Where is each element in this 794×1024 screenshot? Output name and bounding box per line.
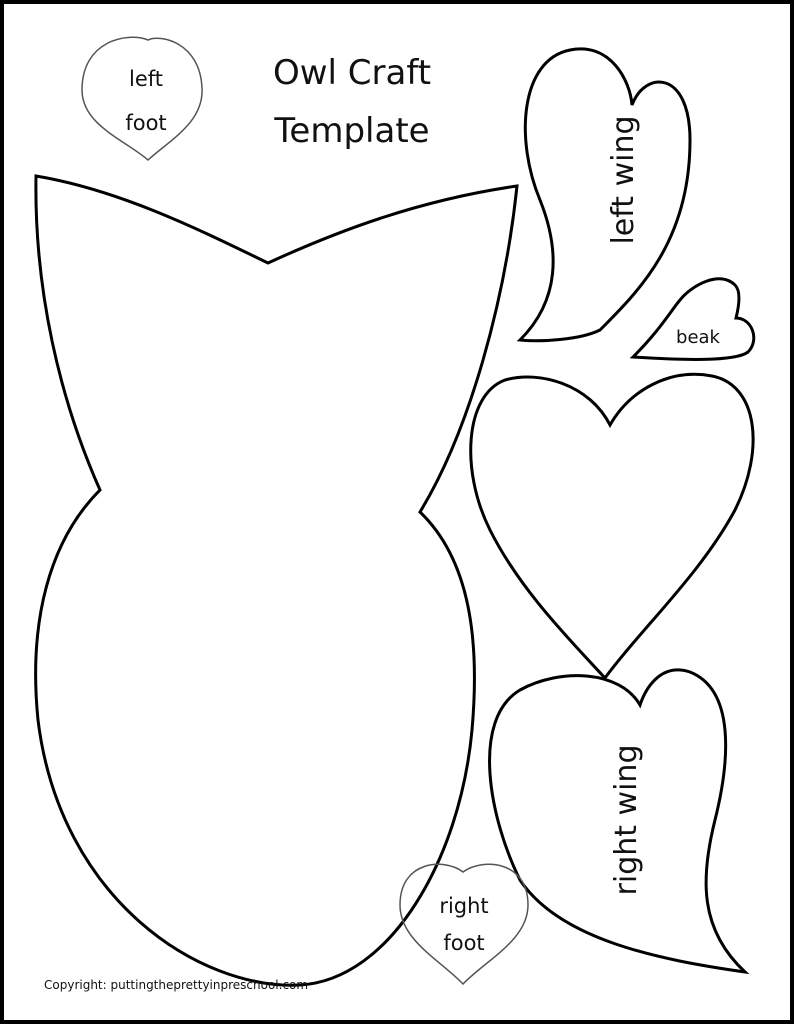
copyright-text: Copyright: puttingtheprettyinpreschool.c… <box>44 978 309 992</box>
beak-label: beak <box>676 327 721 348</box>
right-foot-shape <box>399 863 529 986</box>
page-title-line-2: Template <box>273 111 429 151</box>
left-foot-label-2: foot <box>125 111 166 135</box>
right-foot-label-1: right <box>439 894 488 918</box>
page-title-line-1: Owl Craft <box>273 53 431 93</box>
right-foot-label-2: foot <box>443 931 484 955</box>
beak-shape <box>629 277 756 361</box>
left-wing-shape <box>516 47 692 343</box>
right-wing-label: right wing <box>609 745 644 896</box>
left-wing-label: left wing <box>606 115 641 244</box>
left-foot-label-1: left <box>129 67 163 91</box>
left-foot-shape <box>81 36 203 162</box>
right-wing-shape <box>488 668 750 975</box>
owl-body-shape <box>34 174 519 987</box>
heart-face-shape <box>469 372 755 681</box>
